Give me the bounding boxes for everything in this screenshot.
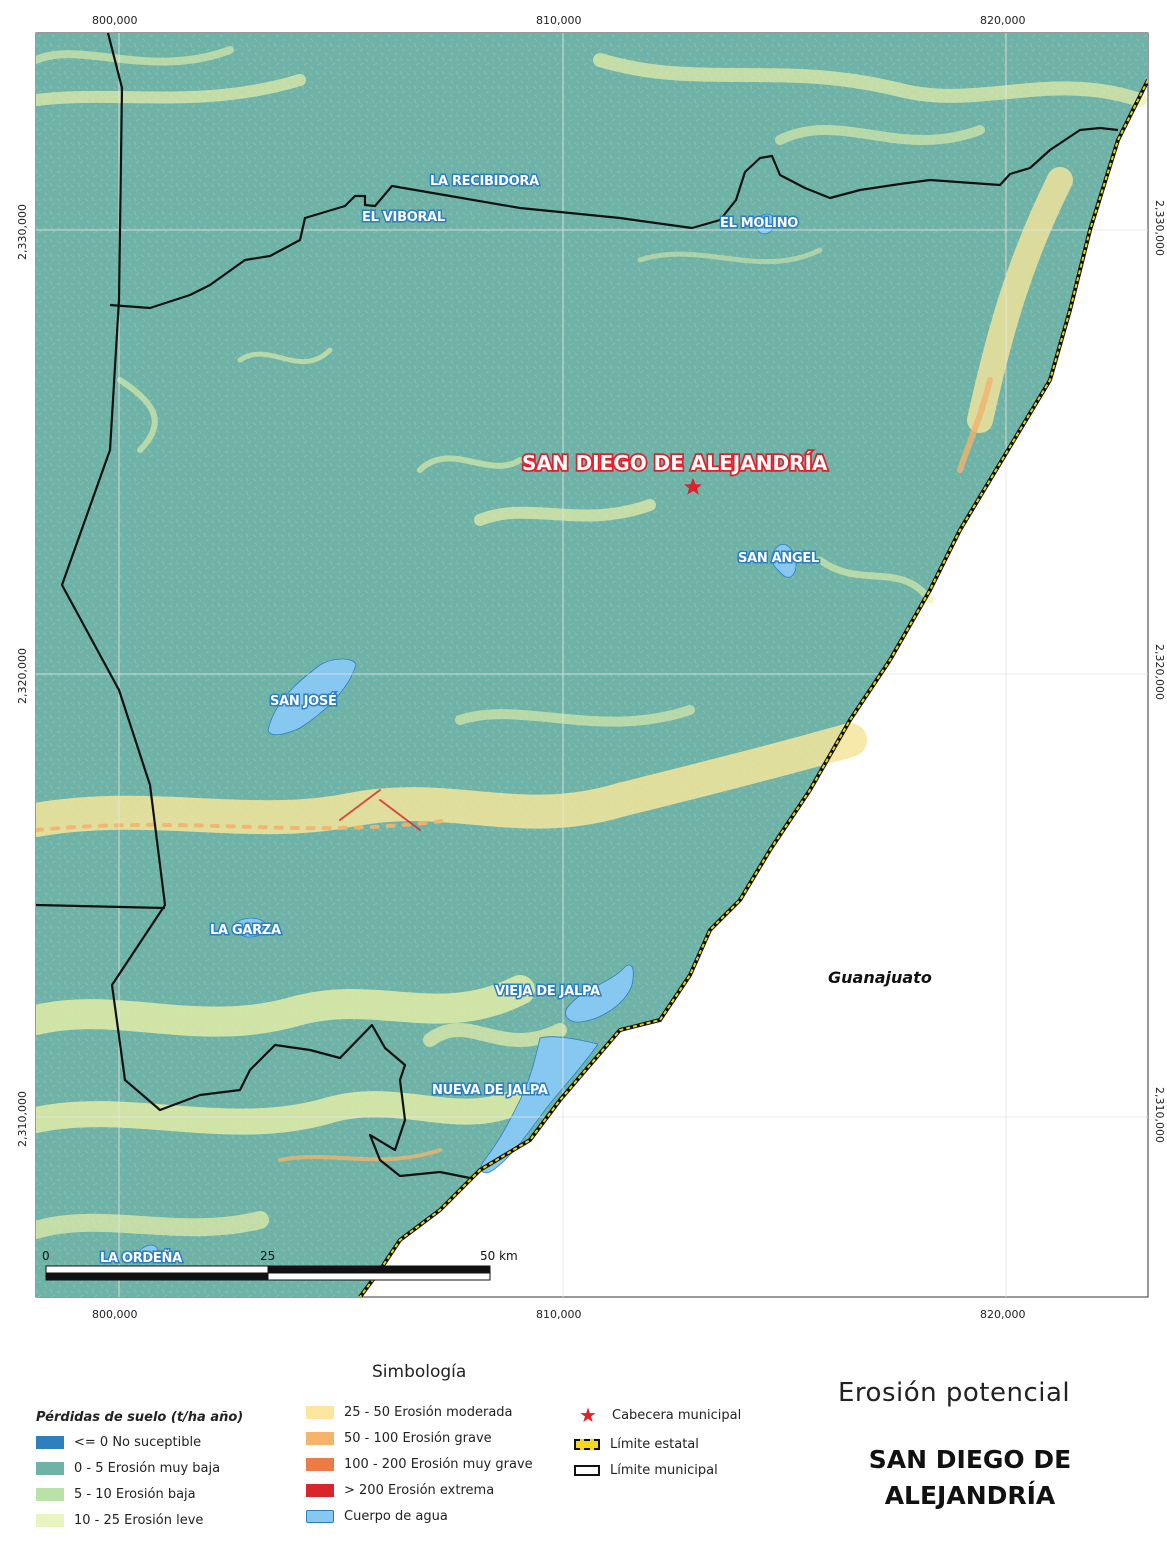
legend-label: 0 - 5 Erosión muy baja: [74, 1460, 221, 1476]
map-frame: LA RECIBIDORA EL VIBORAL EL MOLINO SAN A…: [35, 32, 1149, 1298]
place-label-el-viboral: EL VIBORAL: [362, 210, 445, 225]
black-box-icon: [574, 1464, 600, 1476]
swatch-leve: [36, 1513, 64, 1527]
cabecera-label: SAN DIEGO DE ALEJANDRÍA: [522, 451, 828, 475]
grid-label-bottom-820000: 820,000: [980, 1308, 1026, 1321]
water-nueva-de-jalpa: [480, 1036, 599, 1174]
legend-title: Simbología: [372, 1362, 467, 1382]
water-vieja-de-jalpa: [565, 964, 634, 1023]
place-label-el-molino: EL MOLINO: [720, 216, 798, 231]
legend-item-extrema: > 200 Erosión extrema: [306, 1481, 494, 1499]
legend-item-cabecera: ★ Cabecera municipal: [574, 1403, 742, 1427]
legend-item-limite-estatal: Límite estatal: [574, 1435, 699, 1453]
legend-label: Cuerpo de agua: [344, 1508, 448, 1524]
scale-bar: 0 25 50 km: [42, 1249, 518, 1281]
place-label-san-jose: SAN JOSÉ: [270, 693, 337, 709]
place-label-nueva-de-jalpa: NUEVA DE JALPA: [432, 1083, 548, 1098]
legend-item-leve: 10 - 25 Erosión leve: [36, 1511, 203, 1529]
legend-label: 25 - 50 Erosión moderada: [344, 1404, 513, 1420]
erosion-bands: [36, 46, 1147, 1239]
grid-label-top-800000: 800,000: [92, 14, 138, 27]
municipal-boundaries: [36, 33, 1119, 1180]
grid-label-top-820000: 820,000: [980, 14, 1026, 27]
water-el-molino: [754, 213, 777, 235]
water-san-angel: [771, 543, 797, 578]
water-bodies: [139, 213, 797, 1260]
water-la-garza: [235, 917, 269, 938]
place-label-la-recibidora: LA RECIBIDORA: [430, 174, 539, 189]
grid-label-left-2320000: 2,320,000: [16, 648, 29, 704]
legend-label: Límite estatal: [610, 1436, 699, 1452]
scale-label-25: 25: [260, 1249, 275, 1263]
star-icon: ★: [579, 1403, 597, 1427]
water-san-jose: [267, 658, 357, 736]
place-label-la-ordena: LA ORDEÑA: [100, 1250, 182, 1266]
scale-label-0: 0: [42, 1249, 50, 1263]
grid-label-right-2330000: 2,330,000: [1153, 200, 1166, 256]
grid-label-right-2310000: 2,310,000: [1153, 1087, 1166, 1143]
state-label: Guanajuato: [828, 968, 932, 987]
legend-label: 100 - 200 Erosión muy grave: [344, 1456, 533, 1472]
legend-item-limite-municipal: Límite municipal: [574, 1461, 718, 1479]
map-title: Erosión potencial: [838, 1378, 1071, 1408]
legend-label: <= 0 No suceptible: [74, 1434, 202, 1450]
grid-label-top-810000: 810,000: [536, 14, 582, 27]
legend-item-no-suceptible: <= 0 No suceptible: [36, 1433, 201, 1451]
state-boundary: [358, 79, 1148, 1297]
grid-label-left-2330000: 2,330,000: [16, 204, 29, 260]
legend-label: 10 - 25 Erosión leve: [74, 1512, 204, 1528]
erosion-base-area: [36, 33, 1148, 1297]
swatch-baja: [36, 1487, 64, 1501]
swatch-water: [306, 1509, 334, 1523]
legend-label: 50 - 100 Erosión grave: [344, 1430, 492, 1446]
grid-label-right-2320000: 2,320,000: [1153, 644, 1166, 700]
swatch-extrema: [306, 1483, 334, 1497]
grid-labels: 800,000 810,000 820,000 800,000 810,000 …: [16, 14, 1166, 1321]
legend-item-baja: 5 - 10 Erosión baja: [36, 1485, 196, 1503]
swatch-muy-grave: [306, 1457, 334, 1471]
cabecera-star-icon: [684, 478, 702, 495]
legend-item-moderada: 25 - 50 Erosión moderada: [306, 1403, 513, 1421]
legend-item-muy-grave: 100 - 200 Erosión muy grave: [306, 1455, 533, 1473]
legend-item-grave: 50 - 100 Erosión grave: [306, 1429, 492, 1447]
legend-label: Límite municipal: [610, 1462, 718, 1478]
grid-label-bottom-800000: 800,000: [92, 1308, 138, 1321]
legend-item-muy-baja: 0 - 5 Erosión muy baja: [36, 1459, 220, 1477]
swatch-no-suceptible: [36, 1435, 64, 1449]
place-label-san-angel: SAN ANGEL: [738, 551, 819, 566]
legend-label: 5 - 10 Erosión baja: [74, 1486, 196, 1502]
grid-label-left-2310000: 2,310,000: [16, 1091, 29, 1147]
grid-label-bottom-810000: 810,000: [536, 1308, 582, 1321]
swatch-grave: [306, 1431, 334, 1445]
scale-label-50: 50 km: [480, 1249, 518, 1263]
legend-subtitle: Pérdidas de suelo (t/ha año): [36, 1410, 244, 1425]
legend-label: > 200 Erosión extrema: [344, 1482, 495, 1498]
swatch-muy-baja: [36, 1461, 64, 1475]
place-label-la-garza: LA GARZA: [210, 923, 281, 938]
legend-item-cuerpo-de-agua: Cuerpo de agua: [306, 1507, 448, 1525]
water-la-ordena: [139, 1244, 159, 1260]
place-label-vieja-de-jalpa: VIEJA DE JALPA: [495, 984, 600, 999]
dashed-yellow-box-icon: [574, 1438, 600, 1450]
swatch-moderada: [306, 1405, 334, 1419]
legend-label: Cabecera municipal: [612, 1407, 742, 1423]
municipality-name: SAN DIEGO DE ALEJANDRÍA: [868, 1445, 1072, 1510]
